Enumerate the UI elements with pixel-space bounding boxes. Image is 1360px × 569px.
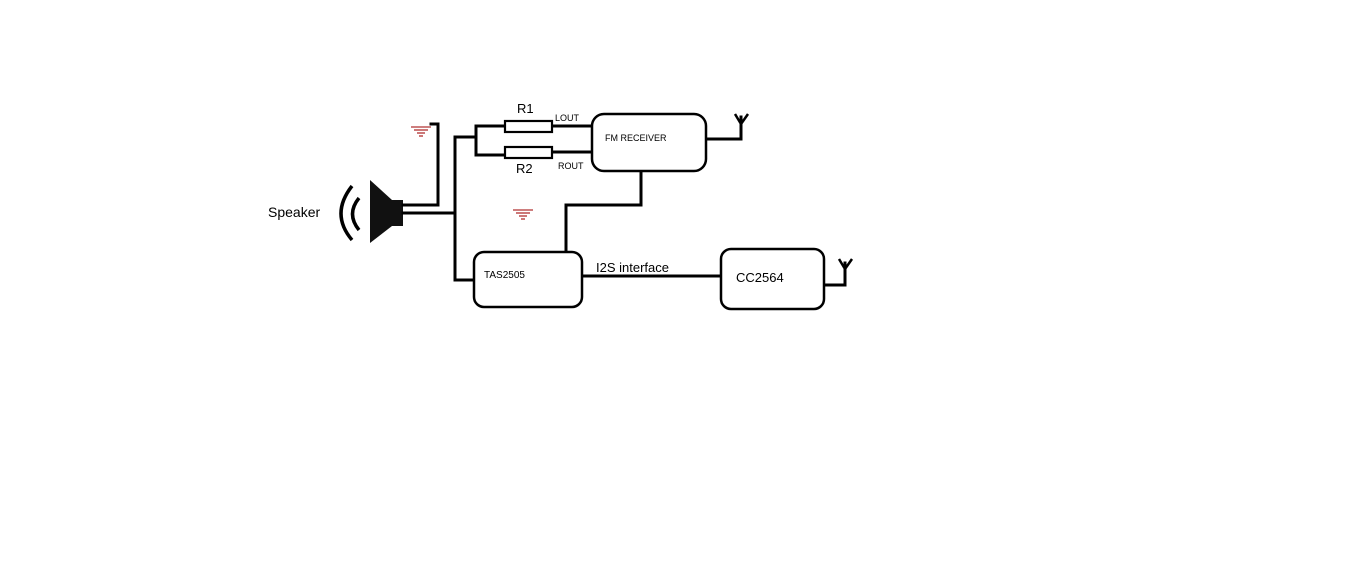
i2s-interface-label: I2S interface: [596, 260, 669, 275]
resistor-r1: [503, 119, 554, 134]
r1-label: R1: [517, 101, 534, 116]
wires: [401, 115, 847, 287]
fm-receiver-label: FM RECEIVER: [605, 133, 667, 143]
ground-icon-center: [513, 209, 533, 220]
antenna-icon-cc2564: [837, 258, 854, 270]
r2-label: R2: [516, 161, 533, 176]
cc2564-block: [719, 247, 826, 311]
tas2505-block: [472, 250, 584, 309]
antenna-icon-fm: [733, 113, 750, 125]
fm-receiver-block: [590, 112, 708, 173]
ground-icon-speaker: [411, 126, 431, 137]
lout-label: LOUT: [555, 113, 580, 123]
rout-label: ROUT: [558, 161, 584, 171]
tas2505-label: TAS2505: [484, 270, 525, 281]
speaker-label: Speaker: [268, 204, 320, 220]
speaker-icon: [339, 180, 403, 243]
resistor-r2: [503, 145, 554, 160]
cc2564-label: CC2564: [736, 270, 784, 285]
